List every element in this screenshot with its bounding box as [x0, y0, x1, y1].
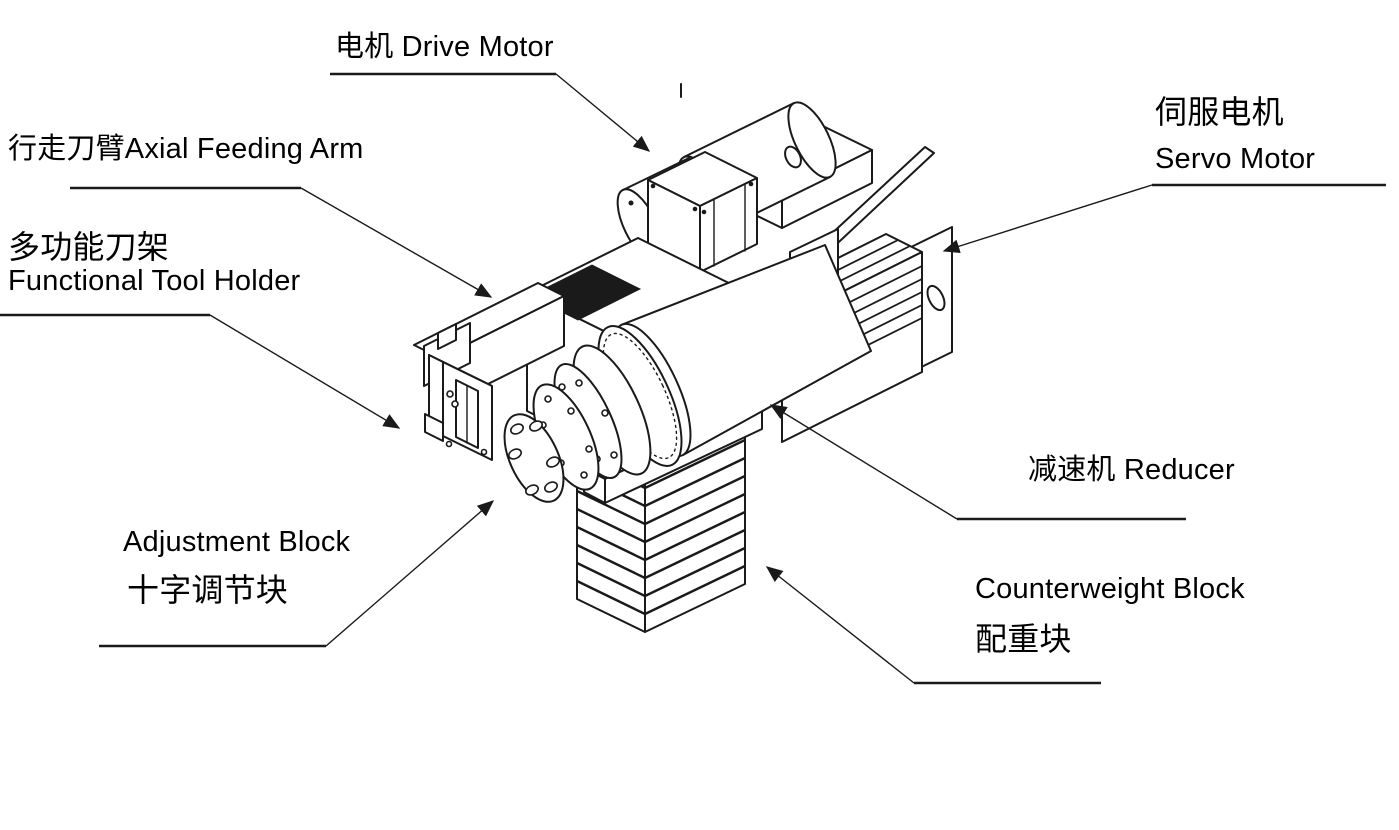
- leader-reducer: [769, 404, 958, 520]
- leader-drive-motor: [555, 73, 651, 152]
- label-counterweight-block-zh: 配重块: [975, 621, 1072, 657]
- adjustment-disc: [503, 413, 565, 503]
- reducer-assembly: [532, 228, 872, 491]
- label-servo-motor-en: Servo Motor: [1155, 143, 1316, 175]
- label-adjustment-block-en: Adjustment Block: [123, 526, 351, 558]
- label-axial-feeding-arm: 行走刀臂Axial Feeding Arm: [8, 133, 364, 165]
- leader-functional-tool-holder: [209, 314, 401, 429]
- label-functional-tool-holder-en: Functional Tool Holder: [8, 265, 301, 297]
- label-counterweight-block-en: Counterweight Block: [975, 573, 1245, 605]
- label-drive-motor: 电机 Drive Motor: [335, 31, 554, 63]
- label-adjustment-block-zh: 十字调节块: [127, 572, 289, 608]
- machine-drawing: [413, 83, 953, 633]
- leader-counterweight-block: [765, 566, 915, 684]
- leader-servo-motor: [942, 184, 1153, 254]
- leader-adjustment-block: [325, 500, 495, 647]
- leader-axial-feeding-arm: [300, 187, 493, 298]
- label-reducer: 减速机 Reducer: [1028, 454, 1235, 486]
- tool-holder-bracket: [424, 354, 493, 461]
- callout-lines: [0, 72, 1386, 685]
- label-functional-tool-holder-zh: 多功能刀架: [8, 229, 170, 265]
- label-servo-motor-zh: 伺服电机: [1155, 94, 1284, 130]
